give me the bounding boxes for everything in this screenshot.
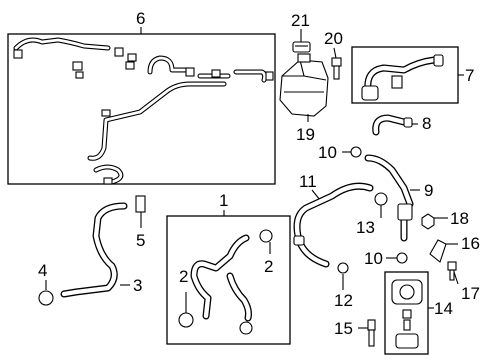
hose-3 [60,202,130,298]
callout-10-lower: 10 [364,249,383,268]
callout-20: 20 [324,29,343,48]
callout-12: 12 [334,291,353,310]
callout-11: 11 [299,172,317,191]
clamp-10-upper [342,146,362,158]
hose-1 [178,229,273,335]
callout-18: 18 [450,209,469,228]
coolant-reservoir-19 [279,53,329,122]
clamp-12 [337,262,349,290]
box-1 [166,215,291,345]
hose-8 [372,114,418,136]
bolt-20 [331,47,342,80]
callout-9: 9 [424,181,434,200]
callout-17: 17 [461,284,480,303]
reservoir-cap-21 [292,29,311,53]
bolt-17 [447,261,459,285]
hose-9 [364,154,420,242]
hose-6-assembly [13,37,274,185]
callout-2-right: 2 [264,257,274,276]
pump-14 [391,279,423,349]
callout-1: 1 [219,191,229,210]
fitting-5 [135,195,146,228]
callout-2-left: 2 [179,267,189,286]
callout-14: 14 [434,299,453,318]
callout-13: 13 [356,218,375,237]
box-14 [384,271,429,355]
callout-15: 15 [334,319,353,338]
callout-6: 6 [136,9,146,28]
callout-19: 19 [296,125,315,144]
callout-21: 21 [291,11,310,30]
callout-7: 7 [465,66,475,85]
clamp-10-lower [386,252,408,264]
hose-11 [293,182,374,268]
clamp-4 [38,280,54,306]
clamp-13 [374,192,388,218]
bracket-16 [429,239,458,263]
callout-4: 4 [38,261,48,280]
nut-18 [421,213,448,230]
sensor-15 [358,319,376,347]
callout-10-upper: 10 [318,143,337,162]
fitting-9 [397,203,413,221]
callout-3: 3 [133,276,143,295]
callout-5: 5 [136,231,146,250]
hose-7 [361,54,444,101]
callout-8: 8 [422,114,432,133]
callout-16: 16 [461,234,480,253]
